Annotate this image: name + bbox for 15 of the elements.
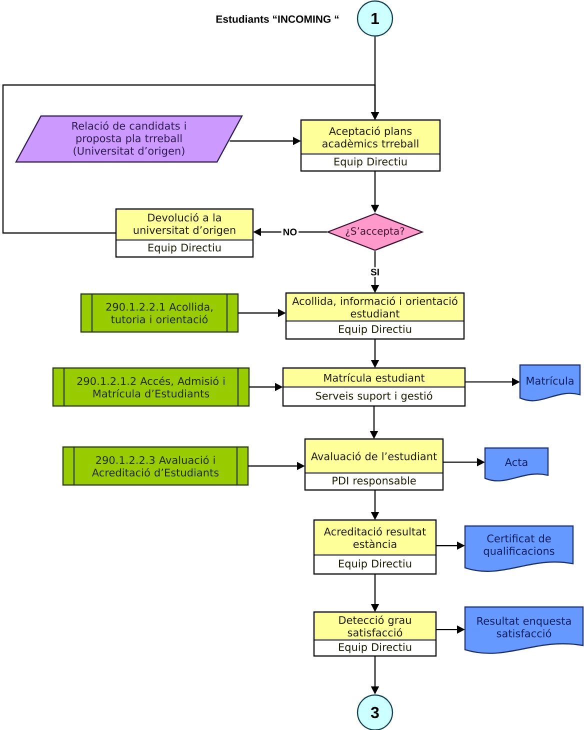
process-box: Devolució a la universitat d’origen Equip Directiu xyxy=(115,208,254,258)
input-parallelogram: Relació de candidats i proposta pla trreball (Universitat d’origen) xyxy=(15,115,243,163)
process-box: Avaluació de l’estudiant PDI responsable xyxy=(304,438,444,491)
process-box: Matrícula estudiant Serveis suport i gestió xyxy=(282,367,466,407)
process-box: Detecció grau satisfacció Equip Directiu xyxy=(313,611,437,657)
title: Estudiants “INCOMING “ xyxy=(216,15,339,23)
process-box: Aceptació plans acadèmics trreball Equip Directiu xyxy=(300,119,441,172)
subprocess-box: 290.1.2.2.3 Avaluació i Acreditació d’Estudiants xyxy=(62,446,249,486)
edge-label: SI xyxy=(369,267,381,277)
process-box: Acreditació resultat estància Equip Directiu xyxy=(313,519,437,575)
arrow xyxy=(2,84,380,234)
subprocess-box: 290.1.2.2.1 Acollida, tutoria i orientació xyxy=(80,293,239,333)
edge-label: NO xyxy=(281,227,299,237)
process-box: Acollida, informació i orientació estudiant Equip Directiu xyxy=(285,292,465,340)
subprocess-box: 290.1.2.1.2 Accés, Admisió i Matrícula d’Estudiants xyxy=(52,367,250,407)
